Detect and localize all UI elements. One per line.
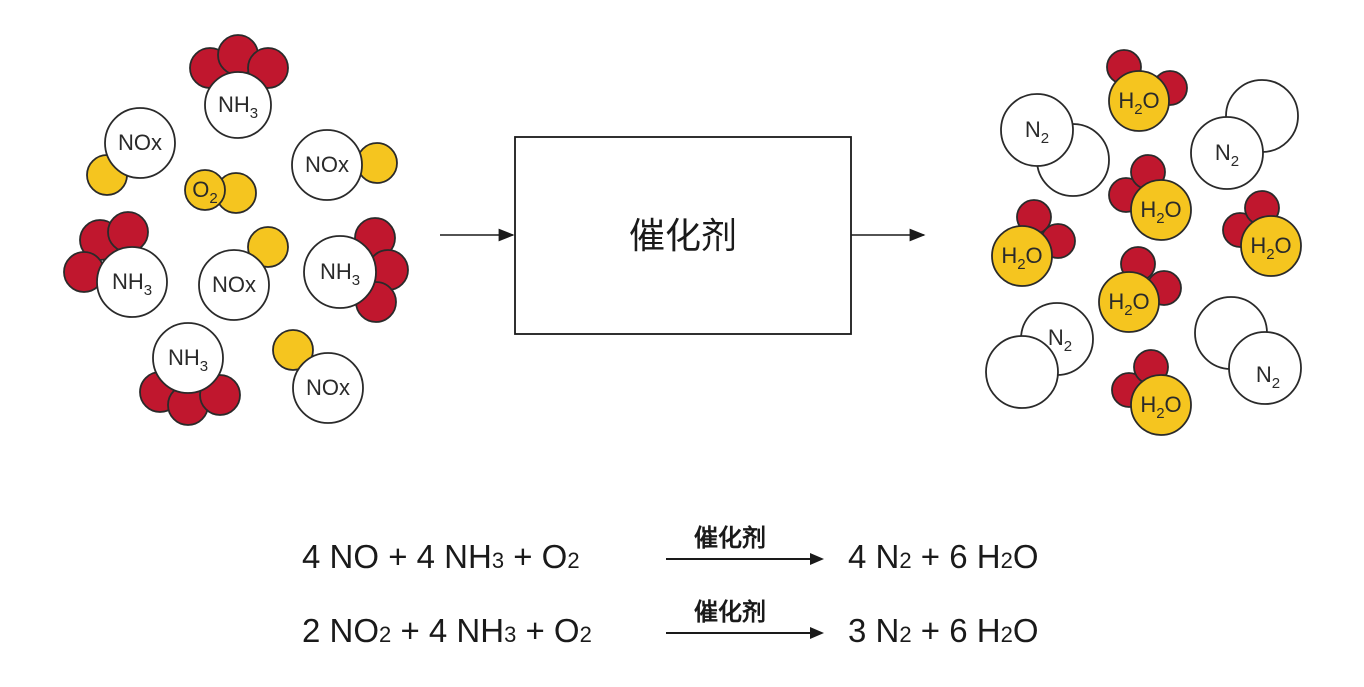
molecule-nh3: NH3 bbox=[63, 211, 168, 318]
reactant-cluster: NH3 NOx NOx O2 bbox=[63, 34, 409, 426]
molecule-nox: NOx bbox=[86, 107, 176, 196]
molecule-o2: O2 bbox=[184, 169, 257, 214]
label: N2 bbox=[1256, 362, 1280, 392]
molecule-h2o: H2O bbox=[991, 199, 1076, 287]
molecule-nox: NOx bbox=[198, 226, 289, 321]
label: H2O bbox=[1140, 197, 1181, 227]
molecule-nh3: NH3 bbox=[189, 34, 289, 139]
molecule-n2: N2 bbox=[1190, 79, 1299, 190]
label: NOx bbox=[305, 152, 349, 177]
label: H2O bbox=[1001, 243, 1042, 273]
label: N2 bbox=[1048, 325, 1072, 355]
molecule-h2o: H2O bbox=[1106, 49, 1188, 132]
catalyst-box bbox=[514, 136, 852, 335]
molecule-n2: N2 bbox=[985, 302, 1094, 409]
product-cluster: N2 H2O N2 H2O bbox=[985, 49, 1302, 436]
label: NH3 bbox=[320, 259, 360, 289]
catalyst-box-label: 催化剂 bbox=[629, 216, 737, 257]
label: H2O bbox=[1140, 392, 1181, 422]
molecule-h2o: H2O bbox=[1108, 154, 1192, 241]
molecule-nh3: NH3 bbox=[303, 217, 409, 323]
molecule-n2: N2 bbox=[1000, 93, 1110, 197]
molecule-nh3: NH3 bbox=[139, 322, 241, 426]
label: NH3 bbox=[112, 269, 152, 299]
label: O2 bbox=[192, 177, 217, 207]
label: NOx bbox=[212, 272, 256, 297]
label: NOx bbox=[306, 375, 350, 400]
molecule-n2: N2 bbox=[1194, 296, 1302, 405]
label: H2O bbox=[1250, 233, 1291, 263]
molecule-nox: NOx bbox=[291, 129, 398, 201]
label: N2 bbox=[1025, 117, 1049, 147]
label: N2 bbox=[1215, 140, 1239, 170]
label: H2O bbox=[1118, 88, 1159, 118]
molecule-h2o: H2O bbox=[1222, 190, 1302, 277]
label: NH3 bbox=[168, 345, 208, 375]
molecule-nox: NOx bbox=[272, 329, 364, 424]
molecule-h2o: H2O bbox=[1111, 349, 1192, 436]
molecule-h2o: H2O bbox=[1098, 246, 1182, 333]
label: H2O bbox=[1108, 289, 1149, 319]
label: NOx bbox=[118, 130, 162, 155]
label: NH3 bbox=[218, 92, 258, 122]
